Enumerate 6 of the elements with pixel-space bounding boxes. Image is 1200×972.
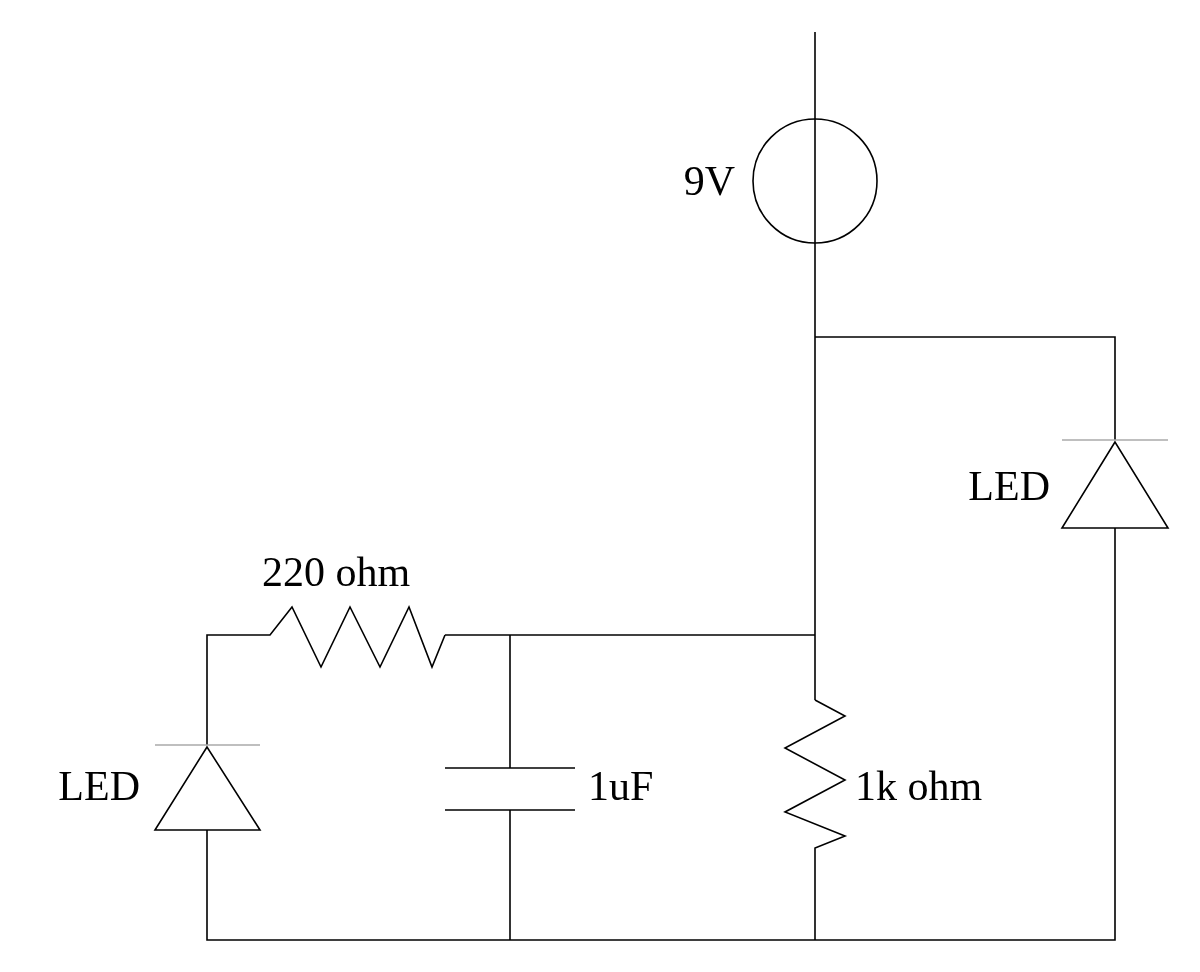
- component-label: LED: [968, 462, 1050, 510]
- component-label: LED: [58, 762, 140, 810]
- resistor-label: 220 ohm: [262, 548, 411, 596]
- resistor-label: 1k ohm: [855, 762, 983, 810]
- voltage-label: 9V: [683, 157, 735, 205]
- capacitor-label: 1uF: [588, 762, 654, 810]
